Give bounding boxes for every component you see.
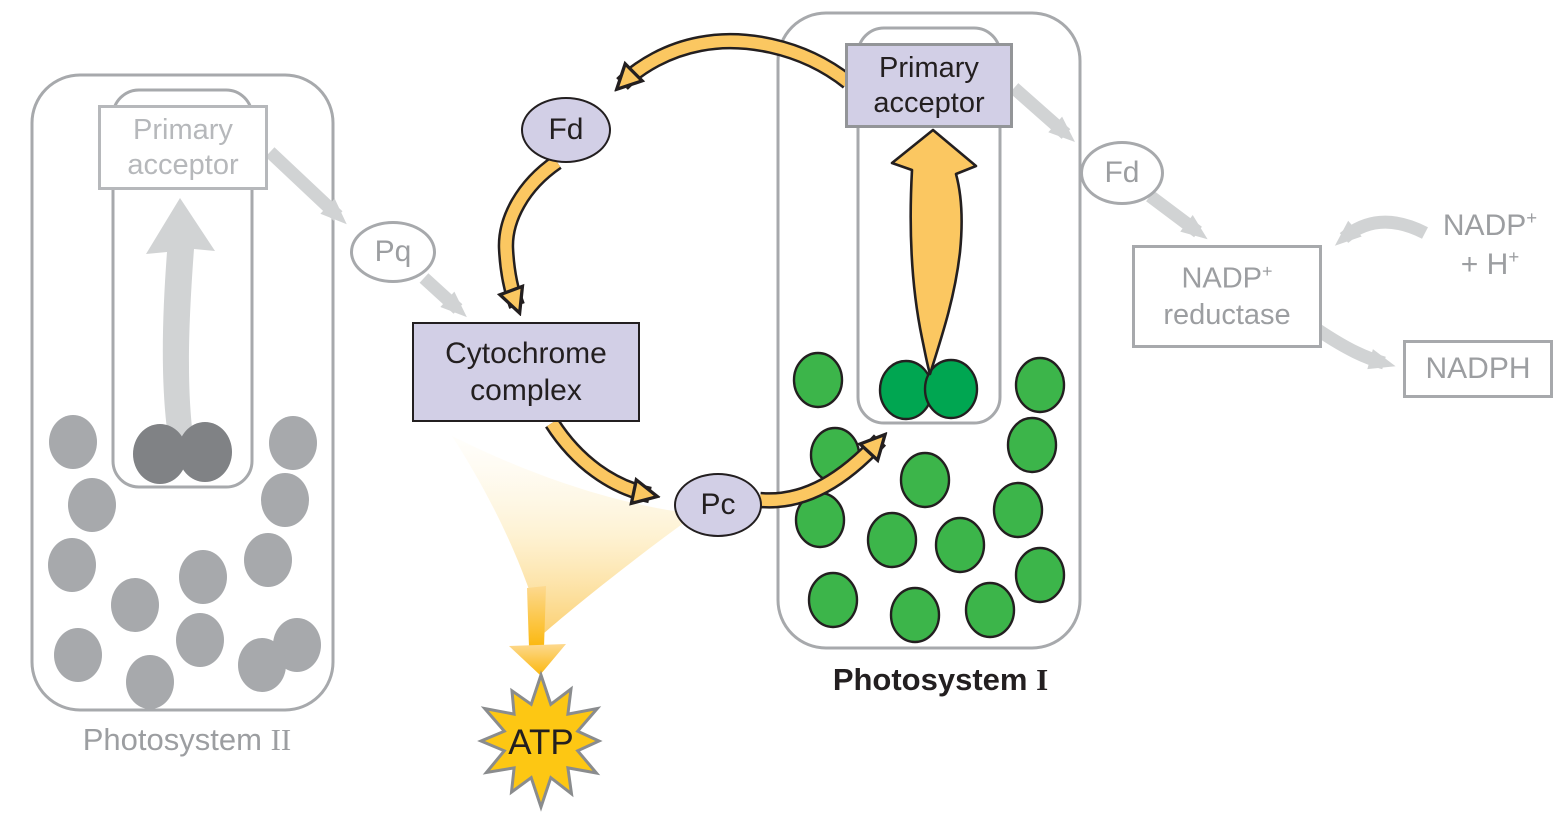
pc-label: Pc — [700, 488, 736, 521]
arrow-fd-to-reductase — [1146, 190, 1208, 240]
p680-pair-right — [178, 422, 232, 482]
nadp-reductase-box: NADP+ reductase — [1132, 245, 1322, 348]
ps1-label-numeral: I — [1036, 662, 1049, 697]
arrow-ps1-acceptor-to-fd — [1009, 83, 1075, 142]
fd-carrier-cycle: Fd — [521, 97, 611, 163]
light-energy-beam — [452, 436, 696, 634]
ps2-primary-acceptor-line1: Primary — [133, 113, 233, 146]
nadp-reductase-line1: NADP+ — [1181, 260, 1273, 295]
cyclic-flow-arrows — [506, 32, 880, 509]
ps2-outer-frame — [30, 73, 335, 712]
nadp-substrate-line2: + H+ — [1460, 246, 1520, 281]
ps2-label-numeral: II — [270, 722, 292, 757]
ps1-outer-frame — [776, 11, 1082, 650]
p680-pair-left — [133, 424, 187, 484]
arrow-acceptor-to-fd — [622, 35, 852, 84]
arrow-pc-to-p700 — [759, 440, 880, 507]
ps1-pigment-molecules — [792, 351, 1066, 644]
arrow-reductase-to-nadph — [1314, 324, 1396, 370]
nadp-substrate-line1: NADP+ — [1442, 207, 1538, 242]
ps2-pigment-molecules — [48, 415, 321, 709]
arrow-nadp-to-reductase — [1334, 215, 1428, 246]
nadph-label: NADPH — [1425, 352, 1531, 385]
pq-carrier: Pq — [350, 221, 436, 283]
ps2-reaction-center-frame — [111, 88, 254, 489]
ps2-primary-acceptor-box: Primary acceptor — [98, 105, 268, 190]
atp-label: ATP — [508, 723, 574, 762]
cytochrome-line1: Cytochrome — [445, 336, 607, 370]
arrow-fd-to-cytochrome — [506, 157, 561, 306]
arrow-cytochrome-to-pc — [547, 419, 650, 495]
nadph-box: NADPH — [1403, 340, 1553, 398]
nadp-substrate-text: NADP+ + H+ — [1390, 206, 1560, 284]
fd-carrier-right: Fd — [1080, 141, 1164, 205]
ps1-primary-acceptor-line1: Primary — [879, 51, 979, 84]
ps2-label-word: Photosystem — [82, 722, 262, 757]
pc-carrier: Pc — [674, 473, 762, 537]
atp-starburst — [477, 670, 603, 812]
ps1-reaction-center-frame — [856, 26, 1002, 425]
p700-pair-right — [923, 358, 979, 420]
ps2-label: Photosystem II — [22, 722, 352, 758]
fd-right-label: Fd — [1104, 156, 1140, 189]
ps1-primary-acceptor-line2: acceptor — [873, 86, 985, 119]
ps1-primary-acceptor-box: Primary acceptor — [845, 43, 1013, 128]
ps1-excitation-arrow — [890, 128, 978, 376]
ps2-excitation-arrow — [146, 198, 215, 450]
nadp-reductase-line2: reductase — [1163, 298, 1291, 331]
arrow-pq-to-cytochrome — [419, 273, 467, 318]
ps1-label: Photosystem I — [788, 662, 1093, 698]
pq-label: Pq — [374, 235, 412, 268]
ps1-label-word: Photosystem — [832, 662, 1028, 697]
cytochrome-line2: complex — [470, 374, 582, 407]
ps2-primary-acceptor-line2: acceptor — [127, 148, 239, 181]
beam-arrow — [509, 586, 566, 675]
cytochrome-complex-box: Cytochrome complex — [412, 322, 640, 422]
fd-cycle-label: Fd — [548, 113, 584, 146]
arrow-ps2-acceptor-to-pq — [265, 147, 347, 225]
